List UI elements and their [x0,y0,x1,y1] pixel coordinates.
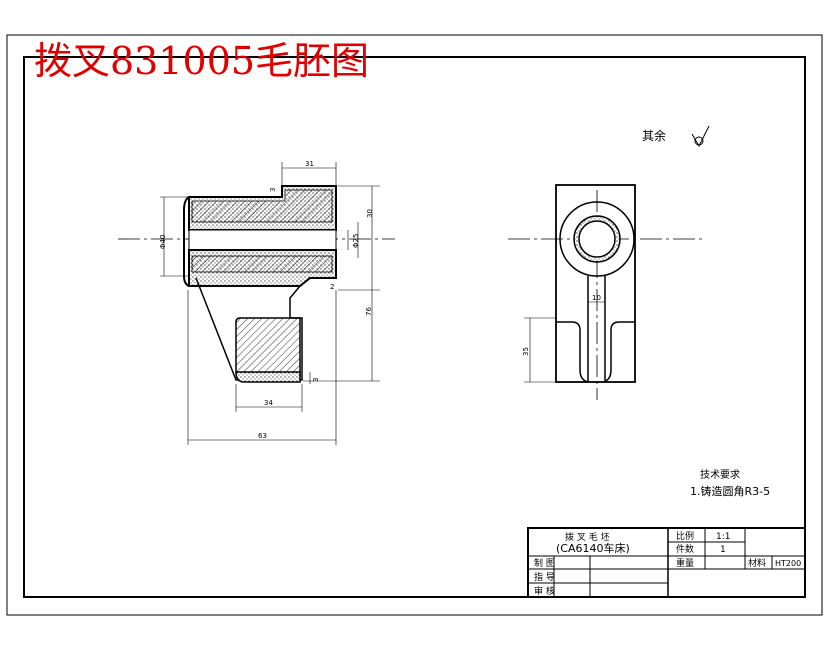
drawing-title: 拨叉831005毛胚图 [34,39,369,83]
tb-guide-label: 指 导 [534,571,555,583]
tb-scale-value: 1:1 [716,532,730,542]
tb-weight-label: 重量 [676,557,694,569]
dim-31: 31 [305,160,314,168]
tech-req-item1: 1.铸造圆角R3-5 [690,484,770,498]
tb-machine: (CA6140车床) [556,541,630,555]
tb-part-name: 拨 叉 毛 坯 [565,531,610,543]
dim-phi40: Φ40 [159,235,167,249]
dim-35: 35 [522,347,530,356]
tb-qty-label: 件数 [676,543,694,555]
roughness-symbol-icon [691,125,710,148]
dim-30: 30 [366,209,374,218]
tb-drawn-label: 制 图 [534,557,555,569]
dim-2: 2 [330,283,334,291]
dim-76: 76 [365,307,373,316]
tb-material-label: 材料 [748,557,766,569]
tb-check-label: 审 核 [534,585,555,597]
side-view [508,184,702,400]
dim-3-bottom: 3 [312,378,320,382]
dim-63: 63 [258,432,267,440]
tb-scale-label: 比例 [676,530,694,542]
tb-material-value: HT200 [775,559,801,568]
sheet-border-outer [6,34,823,616]
dim-34: 34 [264,399,273,407]
tb-qty-value: 1 [720,545,726,555]
roughness-label: 其余 [642,128,666,143]
title-block [527,527,806,598]
sheet-border-inner [23,56,806,598]
dim-10: 10 [592,294,601,302]
section-view [118,162,395,445]
dim-phi25: Φ25 [352,234,360,248]
tech-req-heading: 技术要求 [700,468,740,481]
dim-3-top: 3 [269,188,277,192]
